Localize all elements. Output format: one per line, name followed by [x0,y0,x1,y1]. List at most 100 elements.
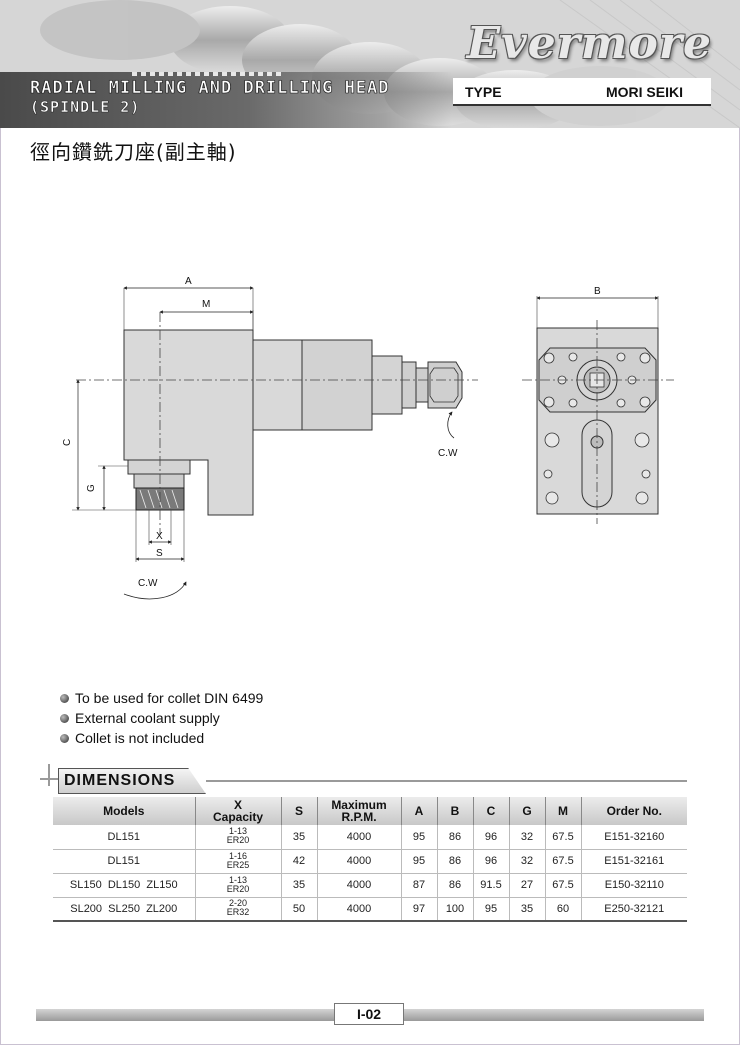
bullet-icon [60,693,69,703]
col-rpm: Maximum R.P.M. [317,797,402,825]
bullet-icon [60,733,69,743]
chinese-title: 徑向鑽銑刀座(副主軸) [30,140,237,164]
col-rpm-bottom: R.P.M. [341,810,377,824]
table-header-row: Models X Capacity S Maximum R.P.M. A B C… [53,797,687,825]
dim-label-b: B [594,286,601,297]
cell-b: 86 [437,849,474,874]
type-value: MORI SEIKI [605,84,683,100]
cell-m: 67.5 [545,849,582,874]
title-bar-dots [132,72,282,76]
dim-label-x: X [156,531,163,542]
cell-order: E250-32121 [581,897,687,922]
note-text: To be used for collet DIN 6499 [75,690,264,706]
dimensions-tab [58,768,206,794]
cell-models: DL151 [53,849,196,874]
cell-m: 60 [545,897,582,922]
cell-models: SL200 SL250 ZL200 [53,897,196,922]
section-rule-left [40,778,58,780]
cell-x-range: 1-13 [228,826,247,837]
dim-label-c: C [62,439,73,446]
page-title: RADIAL MILLING AND DRILLING HEAD [30,78,390,99]
cell-x-range: 2-20 [228,898,247,909]
type-label: TYPE [465,84,502,100]
cell-s: 35 [281,873,318,898]
cell-a: 95 [401,849,438,874]
col-x-bottom: Capacity [212,810,264,824]
brand-logo: Evermore [466,18,712,69]
col-c: C [473,797,510,825]
cell-g: 32 [509,849,546,874]
cell-g: 35 [509,897,546,922]
cell-x-collet: ER20 [226,835,250,846]
dim-label-s: S [156,548,163,559]
cell-s: 50 [281,897,318,922]
cell-x-range: 1-16 [228,850,247,861]
header-banner: Evermore RADIAL MILLING AND DRILLING HEA… [0,0,740,128]
dim-label-m: M [202,299,210,310]
col-s: S [281,797,318,825]
col-a: A [401,797,438,825]
cell-a: 87 [401,873,438,898]
note-text: External coolant supply [75,710,220,726]
cell-c: 96 [473,825,510,850]
rotation-label-side: C.W [438,448,458,459]
col-models: Models [53,797,196,825]
section-rule-vertical [48,764,50,786]
cell-m: 67.5 [545,873,582,898]
cell-m: 67.5 [545,825,582,850]
cell-s: 35 [281,825,318,850]
dim-label-g: G [86,484,97,492]
col-rpm-top: Maximum [331,798,387,812]
rotation-label-bottom: C.W [138,578,158,589]
cell-order: E151-32161 [581,849,687,874]
col-m: M [545,797,582,825]
col-b: B [437,797,474,825]
cell-c: 95 [473,897,510,922]
cell-x-range: 1-13 [228,874,247,885]
cell-order: E150-32110 [581,873,687,898]
side-view: A M C G X S C.W C.W [62,276,478,600]
cell-a: 97 [401,897,438,922]
dim-label-a: A [185,276,192,287]
front-view: B [522,286,674,524]
note-item: Collet is not included [60,728,263,748]
cell-g: 27 [509,873,546,898]
col-g: G [509,797,546,825]
dimensions-table: Models X Capacity S Maximum R.P.M. A B C… [53,797,687,922]
technical-drawing: A M C G X S C.W C.W [62,276,674,600]
title-bar [0,72,452,128]
cell-x-collet: ER32 [226,907,250,918]
col-x-capacity: X Capacity [195,797,282,825]
cell-a: 95 [401,825,438,850]
cell-rpm: 4000 [317,897,402,922]
cell-models: SL150 DL150 ZL150 [53,873,196,898]
feature-notes: To be used for collet DIN 6499 External … [60,688,263,748]
note-text: Collet is not included [75,730,205,746]
cell-rpm: 4000 [317,873,402,898]
cell-b: 86 [437,825,474,850]
page-subtitle: (SPINDLE 2) [30,98,141,117]
note-item: To be used for collet DIN 6499 [60,688,263,708]
cell-rpm: 4000 [317,825,402,850]
cell-x-collet: ER20 [226,883,250,894]
cell-s: 42 [281,849,318,874]
cell-c: 96 [473,849,510,874]
cell-b: 86 [437,873,474,898]
cell-models: DL151 [53,825,196,850]
dimensions-heading: DIMENSIONS [58,768,206,794]
section-rule [206,780,687,782]
col-x-top: X [233,798,242,812]
cell-order: E151-32160 [581,825,687,850]
bullet-icon [60,713,69,723]
cell-b: 100 [437,897,474,922]
cell-rpm: 4000 [317,849,402,874]
dimensions-title: DIMENSIONS [64,772,176,789]
cell-g: 32 [509,825,546,850]
